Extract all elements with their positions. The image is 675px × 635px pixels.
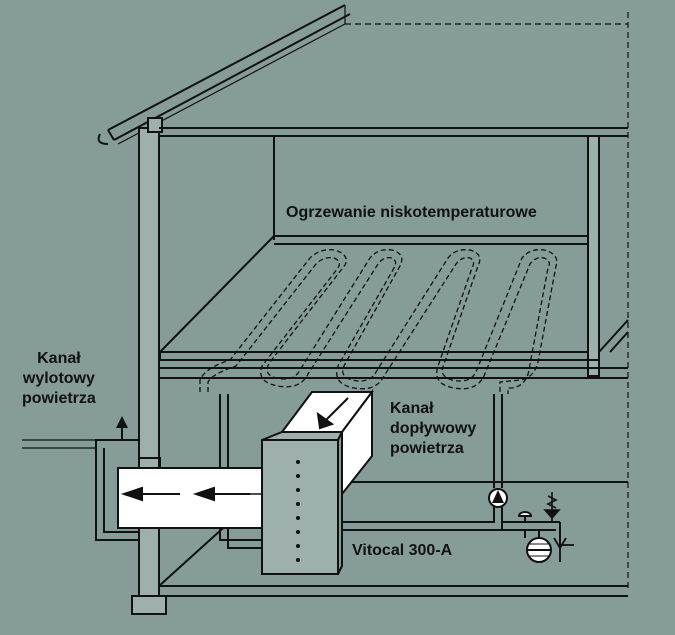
floor-slab [159, 235, 629, 379]
label-intake-line-2: dopływowy [390, 420, 477, 437]
expansion-vessel-icon [517, 511, 552, 563]
label-intake-line-1: Kanał [390, 400, 434, 417]
ceiling [159, 127, 628, 137]
label-intake-line-3: powietrza [390, 440, 464, 457]
intake-duct [280, 389, 374, 497]
safety-valve-icon [543, 492, 561, 522]
underfloor-heating-loops [199, 249, 558, 394]
exhaust-flow-arrow-icon [120, 486, 250, 502]
boundary-dashed [345, 12, 629, 592]
label-intake-air-duct: Kanał dopływowy powietrza [390, 399, 476, 459]
drain-icon [553, 537, 574, 562]
roof [97, 4, 351, 145]
intake-flow-arrow-icon [316, 397, 349, 430]
label-exhaust-line-3: powietrza [22, 390, 96, 407]
basement-floor [158, 481, 628, 597]
heat-pump-unit [261, 431, 344, 575]
unit-indicator-dots [296, 460, 300, 562]
interior-column [587, 135, 600, 377]
label-exhaust-line-1: Kanał [37, 350, 81, 367]
circulation-pump-icon [488, 488, 508, 508]
label-heat-pump-model: Vitocal 300-A [352, 542, 453, 559]
label-exhaust-line-2: wylotowy [22, 370, 95, 387]
label-exhaust-air-duct: Kanał wylotowy powietrza [22, 349, 96, 409]
exhaust-up-arrow-icon [116, 416, 128, 440]
heating-pipes [219, 394, 561, 549]
label-low-temperature-heating: Ogrzewanie niskotemperaturowe [286, 204, 537, 221]
exhaust-duct-outlet [22, 439, 161, 541]
